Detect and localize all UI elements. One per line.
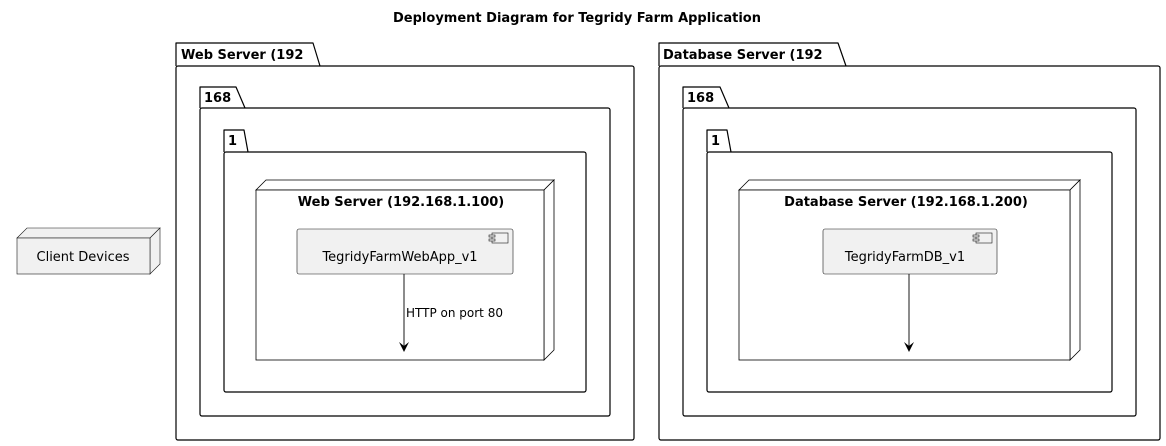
db-component[interactable]: TegridyFarmDB_v1 (822, 228, 998, 275)
db-subpackage-1-label: 1 (711, 134, 720, 149)
db-server-node-label: Database Server (192.168.1.200) (784, 195, 1028, 210)
component-icon (972, 232, 993, 244)
db-server-package-label: Database Server (192 (663, 48, 823, 63)
client-devices-label: Client Devices (37, 250, 130, 265)
db-component-label: TegridyFarmDB_v1 (844, 250, 965, 265)
web-server-node[interactable]: Web Server (192.168.1.100) (255, 179, 555, 361)
db-server-node[interactable]: Database Server (192.168.1.200) (738, 179, 1081, 361)
web-subpackage-168-label: 168 (204, 91, 231, 106)
web-app-component[interactable]: TegridyFarmWebApp_v1 (296, 228, 514, 275)
web-server-node-label: Web Server (192.168.1.100) (298, 195, 505, 210)
web-app-arrow-label: HTTP on port 80 (406, 306, 503, 320)
client-devices-node[interactable]: Client Devices (16, 227, 161, 275)
component-icon (488, 232, 509, 244)
web-server-package-label: Web Server (192 (181, 48, 303, 63)
web-app-component-label: TegridyFarmWebApp_v1 (321, 250, 477, 265)
web-subpackage-1-label: 1 (228, 134, 237, 149)
db-subpackage-168-label: 168 (687, 91, 714, 106)
diagram-title: Deployment Diagram for Tegridy Farm Appl… (393, 11, 761, 26)
